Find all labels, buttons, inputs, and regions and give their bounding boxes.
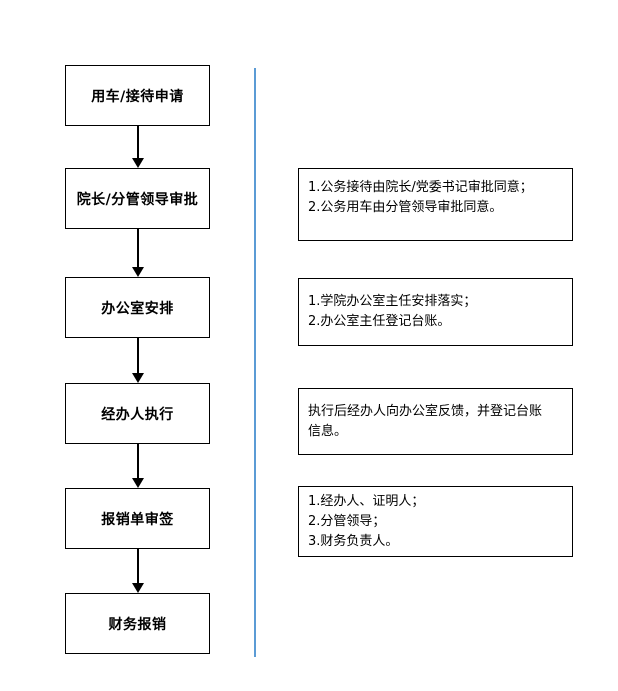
flow-step-label: 报销单审签: [101, 511, 174, 528]
arrow-shaft: [136, 444, 139, 479]
flow-step-label: 院长/分管领导审批: [76, 191, 199, 208]
flow-step-box-office-arrange: 办公室安排: [65, 277, 210, 338]
note-box-execute-detail: 执行后经办人向办公室反馈，并登记台账 信息。: [298, 388, 573, 455]
note-line: 2.分管领导；: [308, 513, 386, 529]
note-box-office-detail: 1.学院办公室主任安排落实； 2.办公室主任登记台账。: [298, 278, 573, 346]
down-arrow-icon: [131, 126, 144, 168]
arrow-head: [131, 267, 144, 277]
arrow-head: [131, 373, 144, 383]
down-arrow-icon: [131, 229, 144, 277]
arrow-shaft: [136, 338, 139, 374]
arrow-shaft: [136, 549, 139, 584]
flow-step-box-approval: 院长/分管领导审批: [65, 168, 210, 229]
arrow-shaft: [136, 229, 139, 268]
flow-step-box-handler-execute: 经办人执行: [65, 383, 210, 444]
note-line: 信息。: [308, 423, 348, 439]
flow-step-box-apply: 用车/接待申请: [65, 65, 210, 126]
note-box-approval-detail: 1.公务接待由院长/党委书记审批同意； 2.公务用车由分管领导审批同意。: [298, 168, 573, 241]
note-line: 执行后经办人向办公室反馈，并登记台账: [308, 403, 543, 419]
note-box-sign-detail: 1.经办人、证明人； 2.分管领导； 3.财务负责人。: [298, 486, 573, 557]
note-line: 3.财务负责人。: [308, 533, 399, 549]
flow-step-label: 办公室安排: [101, 300, 174, 317]
arrow-shaft: [136, 126, 139, 159]
flow-step-box-reimbursement-sign: 报销单审签: [65, 488, 210, 549]
note-line: 1.学院办公室主任安排落实；: [308, 294, 477, 309]
flow-step-label: 用车/接待申请: [91, 88, 184, 105]
down-arrow-icon: [131, 338, 144, 383]
flow-step-label: 财务报销: [108, 616, 167, 633]
divider-line: [254, 68, 256, 657]
flow-step-box-finance-reimburse: 财务报销: [65, 593, 210, 654]
arrow-head: [131, 583, 144, 593]
down-arrow-icon: [131, 549, 144, 593]
note-line: 1.公务接待由院长/党委书记审批同意；: [308, 180, 533, 195]
down-arrow-icon: [131, 444, 144, 488]
note-line: 2.公务用车由分管领导审批同意。: [308, 200, 503, 215]
arrow-head: [131, 478, 144, 488]
arrow-head: [131, 158, 144, 168]
note-line: 1.经办人、证明人；: [308, 493, 425, 509]
flow-step-label: 经办人执行: [101, 406, 174, 423]
note-line: 2.办公室主任登记台账。: [308, 314, 451, 329]
